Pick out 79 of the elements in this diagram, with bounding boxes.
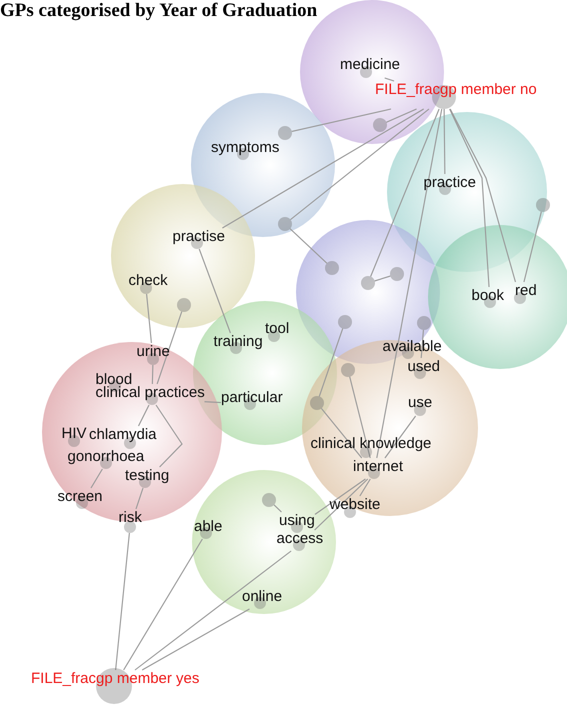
concept-dot: [361, 276, 375, 290]
concept-node: HIV: [62, 425, 87, 447]
concept-node: symptoms: [211, 139, 280, 160]
concept-dot: [278, 126, 292, 140]
connector-line: [138, 404, 150, 426]
connector-line: [204, 401, 222, 404]
connector-line: [290, 108, 430, 220]
connector-line: [374, 276, 390, 282]
concept-dot: [325, 261, 339, 275]
connector-line: [135, 488, 144, 510]
concept-node: red: [515, 282, 537, 304]
concept-dot: [262, 493, 276, 507]
concept-dot: [341, 363, 355, 377]
concept-node: use: [408, 394, 432, 416]
concept-dot: [417, 316, 431, 330]
concept-node: clinical practices: [96, 384, 205, 405]
concept-node: book: [472, 287, 504, 308]
connector-line: [449, 108, 490, 288]
connector-line: [450, 108, 516, 282]
connector-line: [321, 408, 362, 458]
connector-line: [370, 108, 440, 277]
concept-node: using: [279, 512, 315, 533]
connector-line: [198, 248, 231, 334]
concept-node: available: [382, 338, 442, 359]
concept-node: urine: [136, 343, 170, 365]
concept-node: screen: [58, 488, 103, 509]
connector-line: [314, 478, 366, 515]
concept-node: tool: [265, 320, 290, 342]
concept-node: particular: [221, 389, 283, 410]
concept-dot: [310, 396, 324, 410]
concept-node: used: [408, 358, 440, 379]
concept-node: able: [194, 518, 222, 539]
concept-node: practice: [424, 174, 476, 195]
connector-line: [292, 108, 392, 132]
connector-line: [222, 108, 424, 228]
concept-node: testing: [125, 467, 170, 488]
concept-node: internet: [353, 458, 404, 479]
concept-dot: [390, 267, 404, 281]
connector-line: [156, 404, 183, 468]
concept-node: clinical knowledge: [310, 435, 432, 458]
concept-node: chlamydia: [89, 426, 157, 449]
connector-line: [376, 108, 442, 458]
concept-dot: [338, 315, 352, 329]
concept-node: access: [276, 530, 324, 551]
connector-line: [152, 364, 154, 384]
connector-line: [90, 468, 103, 488]
concept-node: risk: [118, 509, 142, 533]
concept-node: practise: [172, 228, 226, 249]
connector-line: [420, 330, 424, 358]
concept-dot: [177, 298, 191, 312]
connector-line: [314, 478, 368, 530]
connector-line: [156, 311, 182, 384]
connector-line: [146, 294, 152, 344]
concept-node: online: [242, 588, 282, 609]
connector-line: [384, 416, 416, 458]
concept-node: FILE_fracgp member yes: [31, 670, 200, 704]
concept-dot: [536, 198, 550, 212]
connector-line: [290, 228, 328, 264]
connector-line: [123, 538, 203, 670]
connector-line: [115, 532, 130, 670]
concept-node: check: [128, 272, 168, 294]
concept-dot: [373, 118, 387, 132]
connector-line: [523, 212, 542, 282]
concept-node: FILE_fracgp member no: [375, 81, 537, 109]
connector-line: [134, 550, 292, 670]
chart-title: GPs categorised by Year of Graduation: [0, 0, 318, 22]
concept-node: website: [330, 496, 380, 518]
connector-line: [384, 77, 394, 82]
connector-line: [274, 504, 282, 512]
connector-line: [359, 478, 371, 496]
concept-node: training: [214, 333, 263, 354]
connector-line: [349, 376, 371, 458]
concept-node: medicine: [340, 56, 400, 78]
connector-line: [386, 108, 417, 123]
connector-line: [444, 109, 446, 174]
connector-line: [142, 608, 250, 670]
concept-dot: [278, 217, 292, 231]
concept-node: gonorrhoea: [68, 448, 144, 469]
connector-line: [318, 328, 344, 397]
